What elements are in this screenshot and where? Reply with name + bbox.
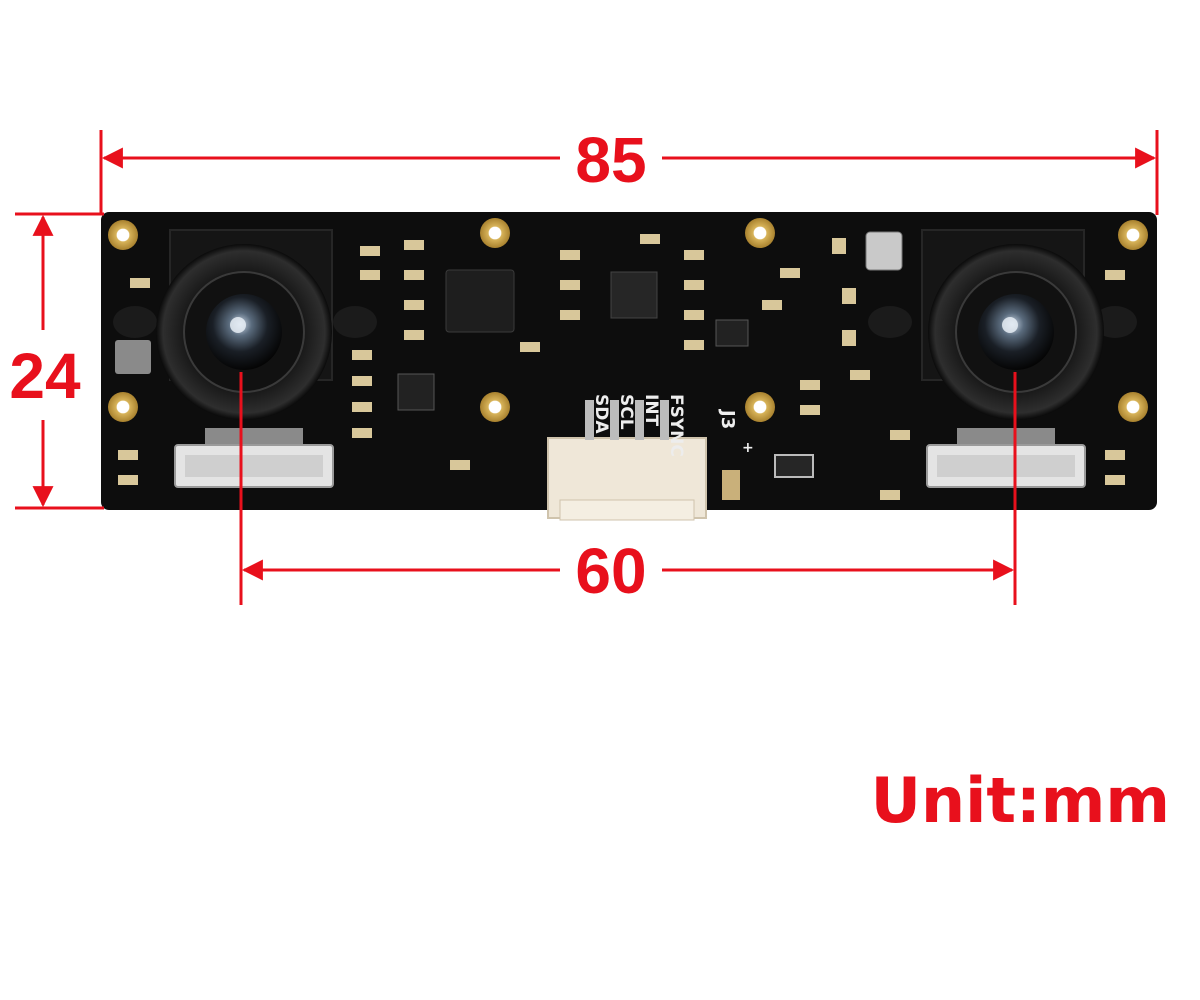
width-dimension: 85 xyxy=(99,124,1159,215)
resistor-pad xyxy=(360,246,380,256)
resistor-pad xyxy=(360,270,380,280)
resistor-pad xyxy=(118,475,138,485)
resistor-pad xyxy=(640,234,660,244)
connector-pin xyxy=(635,400,644,440)
camera-board: SDA SCL INT FSYNC J3 + xyxy=(101,212,1157,521)
mounting-hole xyxy=(480,392,510,422)
imu-chip xyxy=(445,269,515,333)
lens-highlight xyxy=(1002,317,1018,333)
connector-latch xyxy=(559,499,695,521)
mounting-hole xyxy=(1118,220,1148,250)
lens-mount-ear xyxy=(113,306,157,338)
connector-pins xyxy=(957,428,1055,444)
resistor-pad xyxy=(684,340,704,350)
lens-mount-ear xyxy=(868,306,912,338)
resistor-pad xyxy=(842,330,856,346)
resistor-pad xyxy=(352,376,372,386)
resistor-pad xyxy=(684,310,704,320)
resistor-pad xyxy=(560,250,580,260)
mounting-hole xyxy=(745,392,775,422)
smd-components xyxy=(115,231,1125,500)
resistor-pad xyxy=(832,238,846,254)
resistor-pad xyxy=(1105,450,1125,460)
height-dimension: 24 xyxy=(9,212,104,510)
resistor-pad xyxy=(560,280,580,290)
capacitor-pad xyxy=(722,470,740,500)
crystal xyxy=(865,231,903,271)
lens-highlight xyxy=(230,317,246,333)
ribbon-connector-slot xyxy=(937,455,1075,477)
resistor-pad xyxy=(684,280,704,290)
pin-label-fsync: FSYNC xyxy=(666,394,686,457)
resistor-pad xyxy=(520,342,540,352)
unit-label: Unit:mm xyxy=(870,763,1170,837)
resistor-pad xyxy=(352,402,372,412)
resistor-pad xyxy=(800,380,820,390)
width-value: 85 xyxy=(575,124,646,196)
lens-spacing-value: 60 xyxy=(575,535,646,607)
connector-pin xyxy=(610,400,619,440)
pin-label-sda: SDA xyxy=(591,394,611,434)
resistor-pad xyxy=(842,288,856,304)
connector-pins xyxy=(205,428,303,444)
lens-glass xyxy=(206,294,282,370)
lens-mount-ear xyxy=(333,306,377,338)
connector-ref-j3: J3 xyxy=(717,408,738,429)
resistor-pad xyxy=(850,370,870,380)
mounting-hole xyxy=(1118,392,1148,422)
mounting-hole xyxy=(745,218,775,248)
capacitor xyxy=(115,340,151,374)
silkscreen-labels: SDA SCL INT FSYNC J3 + xyxy=(591,394,754,457)
inductor xyxy=(715,319,749,347)
resistor-pad xyxy=(404,240,424,250)
lens-glass xyxy=(978,294,1054,370)
resistor-pad xyxy=(1105,475,1125,485)
resistor-pad xyxy=(560,310,580,320)
connector-pin xyxy=(660,400,669,440)
pin-label-int: INT xyxy=(641,394,661,427)
resistor-pad xyxy=(130,278,150,288)
resistor-pad xyxy=(352,428,372,438)
right-camera-module xyxy=(868,229,1137,488)
resistor-pad xyxy=(118,450,138,460)
resistor-pad xyxy=(450,460,470,470)
resistor-pad xyxy=(684,250,704,260)
resistor-pad xyxy=(404,300,424,310)
ic-chip xyxy=(610,271,658,319)
resistor-pad xyxy=(800,405,820,415)
resistor-pad xyxy=(890,430,910,440)
mounting-holes xyxy=(108,218,1148,422)
resistor-pad xyxy=(762,300,782,310)
lens-spacing-dimension: 60 xyxy=(239,372,1017,607)
mounting-hole xyxy=(480,218,510,248)
polarity-mark: + xyxy=(742,440,754,456)
diode xyxy=(774,454,814,478)
resistor-pad xyxy=(404,270,424,280)
regulator-chip xyxy=(397,373,435,411)
mounting-hole xyxy=(108,220,138,250)
height-value: 24 xyxy=(9,340,81,412)
resistor-pad xyxy=(880,490,900,500)
i2c-connector xyxy=(547,400,707,521)
left-camera-module xyxy=(113,229,377,488)
resistor-pad xyxy=(780,268,800,278)
resistor-pad xyxy=(352,350,372,360)
pin-label-scl: SCL xyxy=(616,394,636,430)
lens-mount-ear xyxy=(1093,306,1137,338)
ribbon-connector-slot xyxy=(185,455,323,477)
resistor-pad xyxy=(404,330,424,340)
mounting-hole xyxy=(108,392,138,422)
connector-pin xyxy=(585,400,594,440)
resistor-pad xyxy=(1105,270,1125,280)
